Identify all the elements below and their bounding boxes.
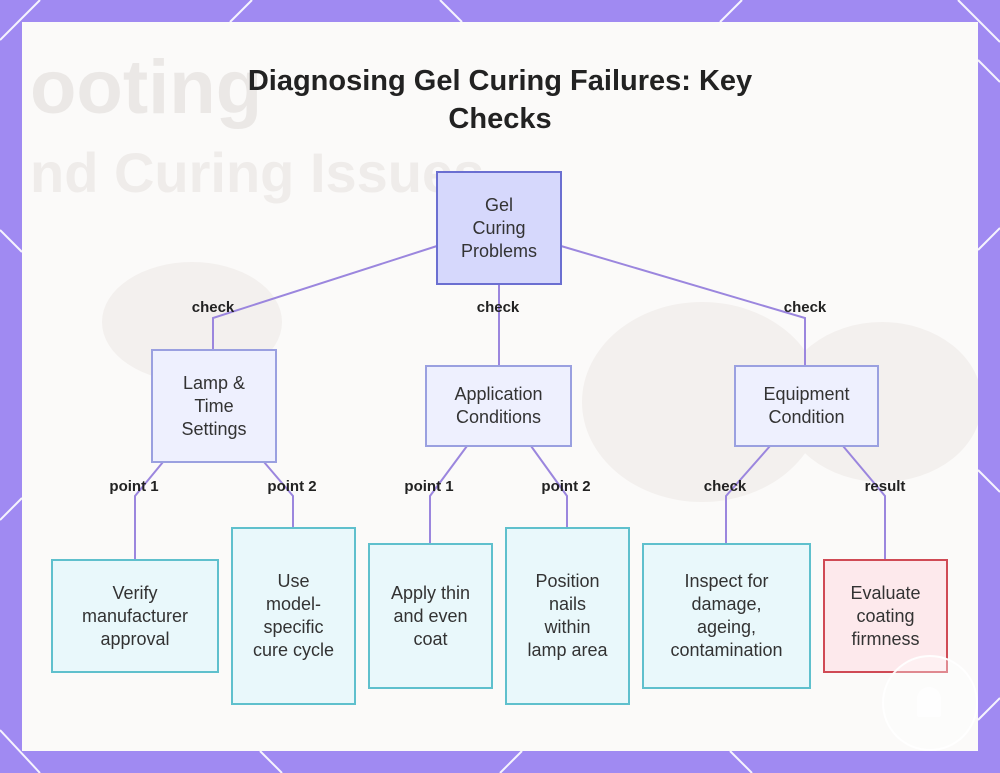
edge-label-equipment-inspect: check bbox=[703, 478, 747, 495]
edge-label-application-position: point 2 bbox=[541, 478, 591, 495]
edge-lamp-use-model bbox=[263, 461, 294, 528]
node-use-model-specific-cure-cycle: Use model- specific cure cycle bbox=[231, 527, 356, 705]
edge-label-equipment-evaluate: result bbox=[864, 478, 906, 495]
edge-label-root-application: check bbox=[476, 299, 520, 316]
node-verify-manufacturer-approval: Verify manufacturer approval bbox=[51, 559, 219, 673]
node-evaluate-coating-firmness: Evaluate coating firmness bbox=[823, 559, 948, 673]
edge-root-equipment bbox=[560, 245, 806, 366]
node-position-nails-within-lamp-area: Position nails within lamp area bbox=[505, 527, 630, 705]
node-gel-curing-problems: Gel Curing Problems bbox=[436, 171, 562, 285]
edge-application-apply bbox=[429, 445, 468, 544]
title-line-1: Diagnosing Gel Curing Failures: Key bbox=[247, 65, 753, 97]
background-subheading: nd Curing Issues bbox=[30, 141, 485, 204]
bell-icon bbox=[917, 687, 941, 717]
edge-application-position bbox=[530, 445, 568, 528]
title-line-2: Checks bbox=[448, 103, 552, 135]
node-apply-thin-even-coat: Apply thin and even coat bbox=[368, 543, 493, 689]
edge-root-lamp bbox=[212, 245, 438, 350]
watermark-badge bbox=[882, 655, 978, 751]
background-heading: ooting bbox=[30, 45, 263, 130]
edge-equipment-evaluate bbox=[842, 445, 886, 560]
edge-equipment-inspect bbox=[725, 445, 771, 544]
edge-label-root-lamp: check bbox=[191, 299, 235, 316]
edge-label-application-apply: point 1 bbox=[404, 478, 454, 495]
node-equipment-condition: Equipment Condition bbox=[734, 365, 879, 447]
node-inspect-for-damage: Inspect for damage, ageing, contaminatio… bbox=[642, 543, 811, 689]
node-lamp-time-settings: Lamp & Time Settings bbox=[151, 349, 277, 463]
edge-lamp-verify bbox=[134, 461, 164, 560]
node-application-conditions: Application Conditions bbox=[425, 365, 572, 447]
edge-label-lamp-use-model: point 2 bbox=[267, 478, 317, 495]
diagram-title: Diagnosing Gel Curing Failures: Key Chec… bbox=[22, 62, 978, 138]
edge-label-root-equipment: check bbox=[783, 299, 827, 316]
edge-label-lamp-verify: point 1 bbox=[109, 478, 159, 495]
